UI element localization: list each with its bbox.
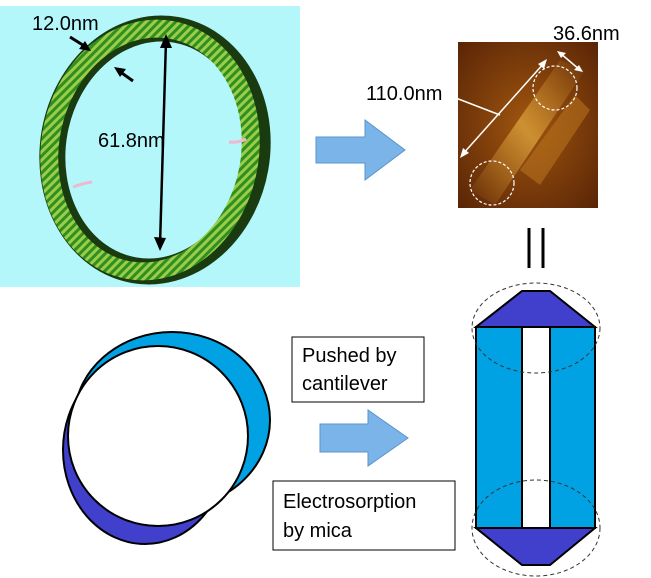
width-label: 36.6nm bbox=[553, 23, 620, 45]
dashed-circles bbox=[471, 282, 601, 577]
electro-caption-line2: by mica bbox=[283, 520, 353, 542]
flattened-ring bbox=[62, 331, 271, 545]
center-gap bbox=[521, 326, 551, 529]
top-cap bbox=[473, 290, 598, 328]
label-leader-line bbox=[447, 94, 501, 116]
pushed-caption-line1: Pushed by bbox=[302, 345, 397, 367]
right-arrow-bottom bbox=[319, 409, 409, 467]
electro-caption-line1: Electrosorption bbox=[283, 491, 416, 513]
thickness-label: 12.0nm bbox=[32, 13, 99, 35]
diameter-label: 61.8nm bbox=[98, 130, 165, 152]
end-circle bbox=[532, 65, 578, 111]
ring-outline bbox=[67, 345, 249, 527]
diameter-arrow bbox=[154, 34, 172, 251]
pushed-caption-line2: cantilever bbox=[302, 373, 388, 395]
pushed-caption-box: Pushed by cantilever bbox=[291, 336, 425, 403]
ring-model-panel: 12.0nm 61.8nm bbox=[0, 6, 300, 287]
electrosorption-caption-box: Electrosorption by mica bbox=[272, 480, 456, 551]
end-circle bbox=[469, 160, 515, 206]
afm-image bbox=[447, 42, 598, 208]
strand-end bbox=[228, 137, 247, 144]
dna-ring bbox=[39, 15, 271, 285]
flattened-shape bbox=[473, 290, 598, 566]
width-arrow bbox=[557, 51, 583, 72]
bottom-cap bbox=[473, 527, 598, 566]
strand-end bbox=[72, 180, 93, 189]
length-arrow bbox=[460, 59, 547, 158]
equals-lines bbox=[527, 228, 545, 268]
length-label: 110.0nm bbox=[366, 83, 442, 105]
right-arrow-top bbox=[315, 119, 406, 181]
thickness-arrows bbox=[69, 35, 134, 83]
